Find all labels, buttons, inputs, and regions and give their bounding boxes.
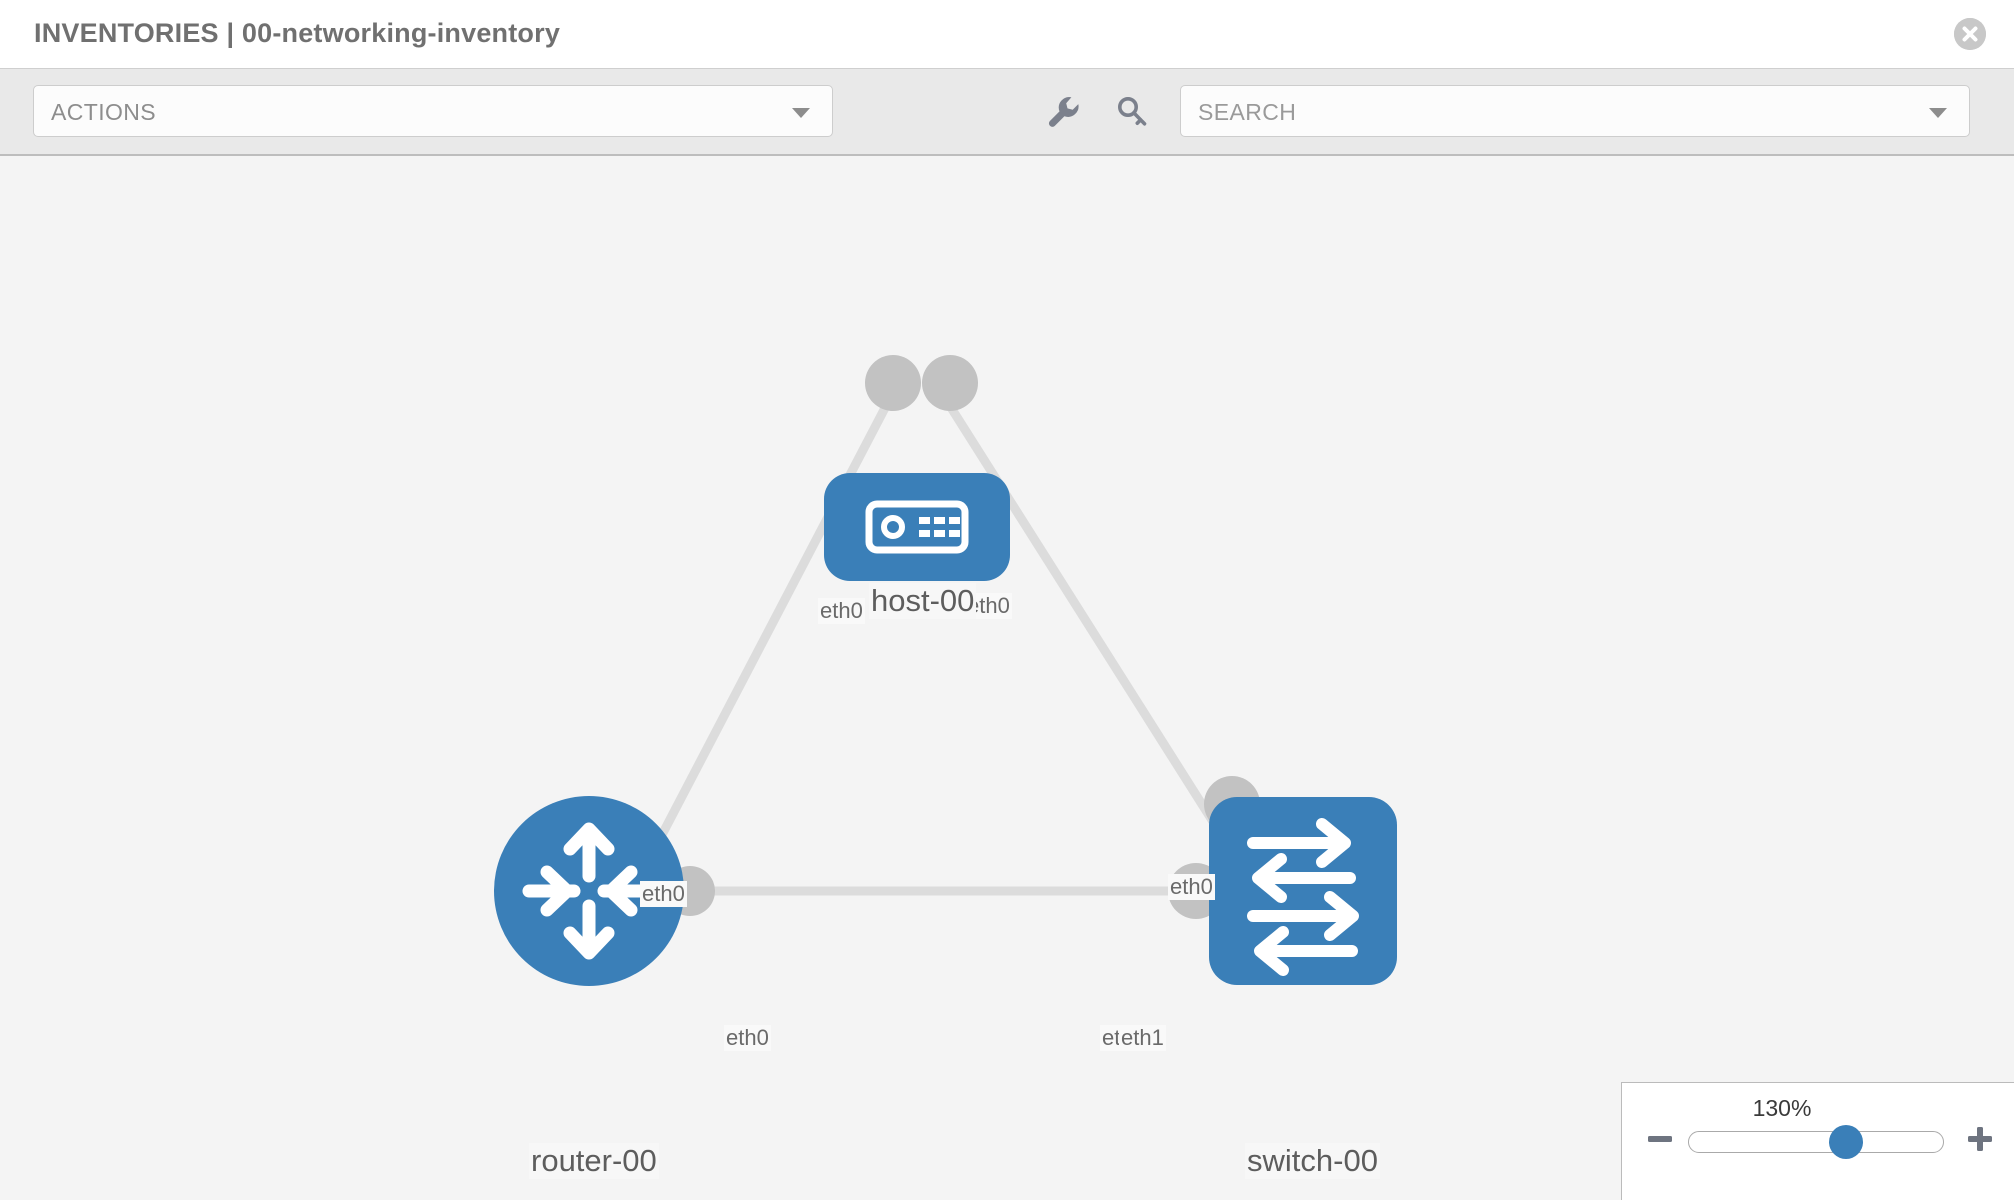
zoom-slider-track[interactable] (1688, 1131, 1944, 1153)
topology-graph (494, 355, 1397, 986)
search-placeholder: SEARCH (1198, 99, 1297, 125)
plus-icon[interactable] (1966, 1125, 1994, 1153)
actions-dropdown[interactable]: ACTIONS (33, 85, 833, 137)
port-host00-right (922, 355, 978, 411)
page-title: INVENTORIES | 00-networking-inventory (34, 18, 561, 48)
minus-icon[interactable] (1646, 1125, 1674, 1153)
node-router-00 (494, 796, 684, 986)
zoom-control-panel: 130% (1621, 1082, 2014, 1200)
port-host00-left (865, 355, 921, 411)
port-layer (665, 355, 1260, 919)
toolbar: ACTIONS SEARCH (0, 68, 2014, 156)
node-router-00[interactable] (494, 796, 684, 986)
zoom-slider-thumb[interactable] (1829, 1125, 1863, 1159)
router-arrows-icon (522, 822, 656, 960)
node-host-00[interactable] (824, 473, 1010, 581)
chevron-down-icon (792, 108, 810, 118)
key-icon[interactable] (1113, 93, 1151, 131)
search-input[interactable]: SEARCH (1180, 85, 1970, 137)
node-switch-00[interactable] (1209, 797, 1397, 985)
topology-canvas[interactable]: eth0 eth0 eth0 eth0 eth0 eth0 eth1 host-… (0, 156, 2014, 1200)
switch-arrows-icon (1247, 818, 1359, 976)
node-switch-00 (1209, 797, 1397, 985)
close-icon[interactable] (1954, 18, 1986, 50)
zoom-percent-label: 130% (1752, 1095, 1812, 1121)
server-icon (865, 500, 969, 554)
chevron-down-icon[interactable] (1929, 108, 1947, 118)
node-host-00 (824, 473, 1010, 581)
wrench-icon[interactable] (1044, 93, 1082, 131)
title-bar: INVENTORIES | 00-networking-inventory (0, 0, 2014, 68)
actions-dropdown-label: ACTIONS (51, 99, 157, 125)
